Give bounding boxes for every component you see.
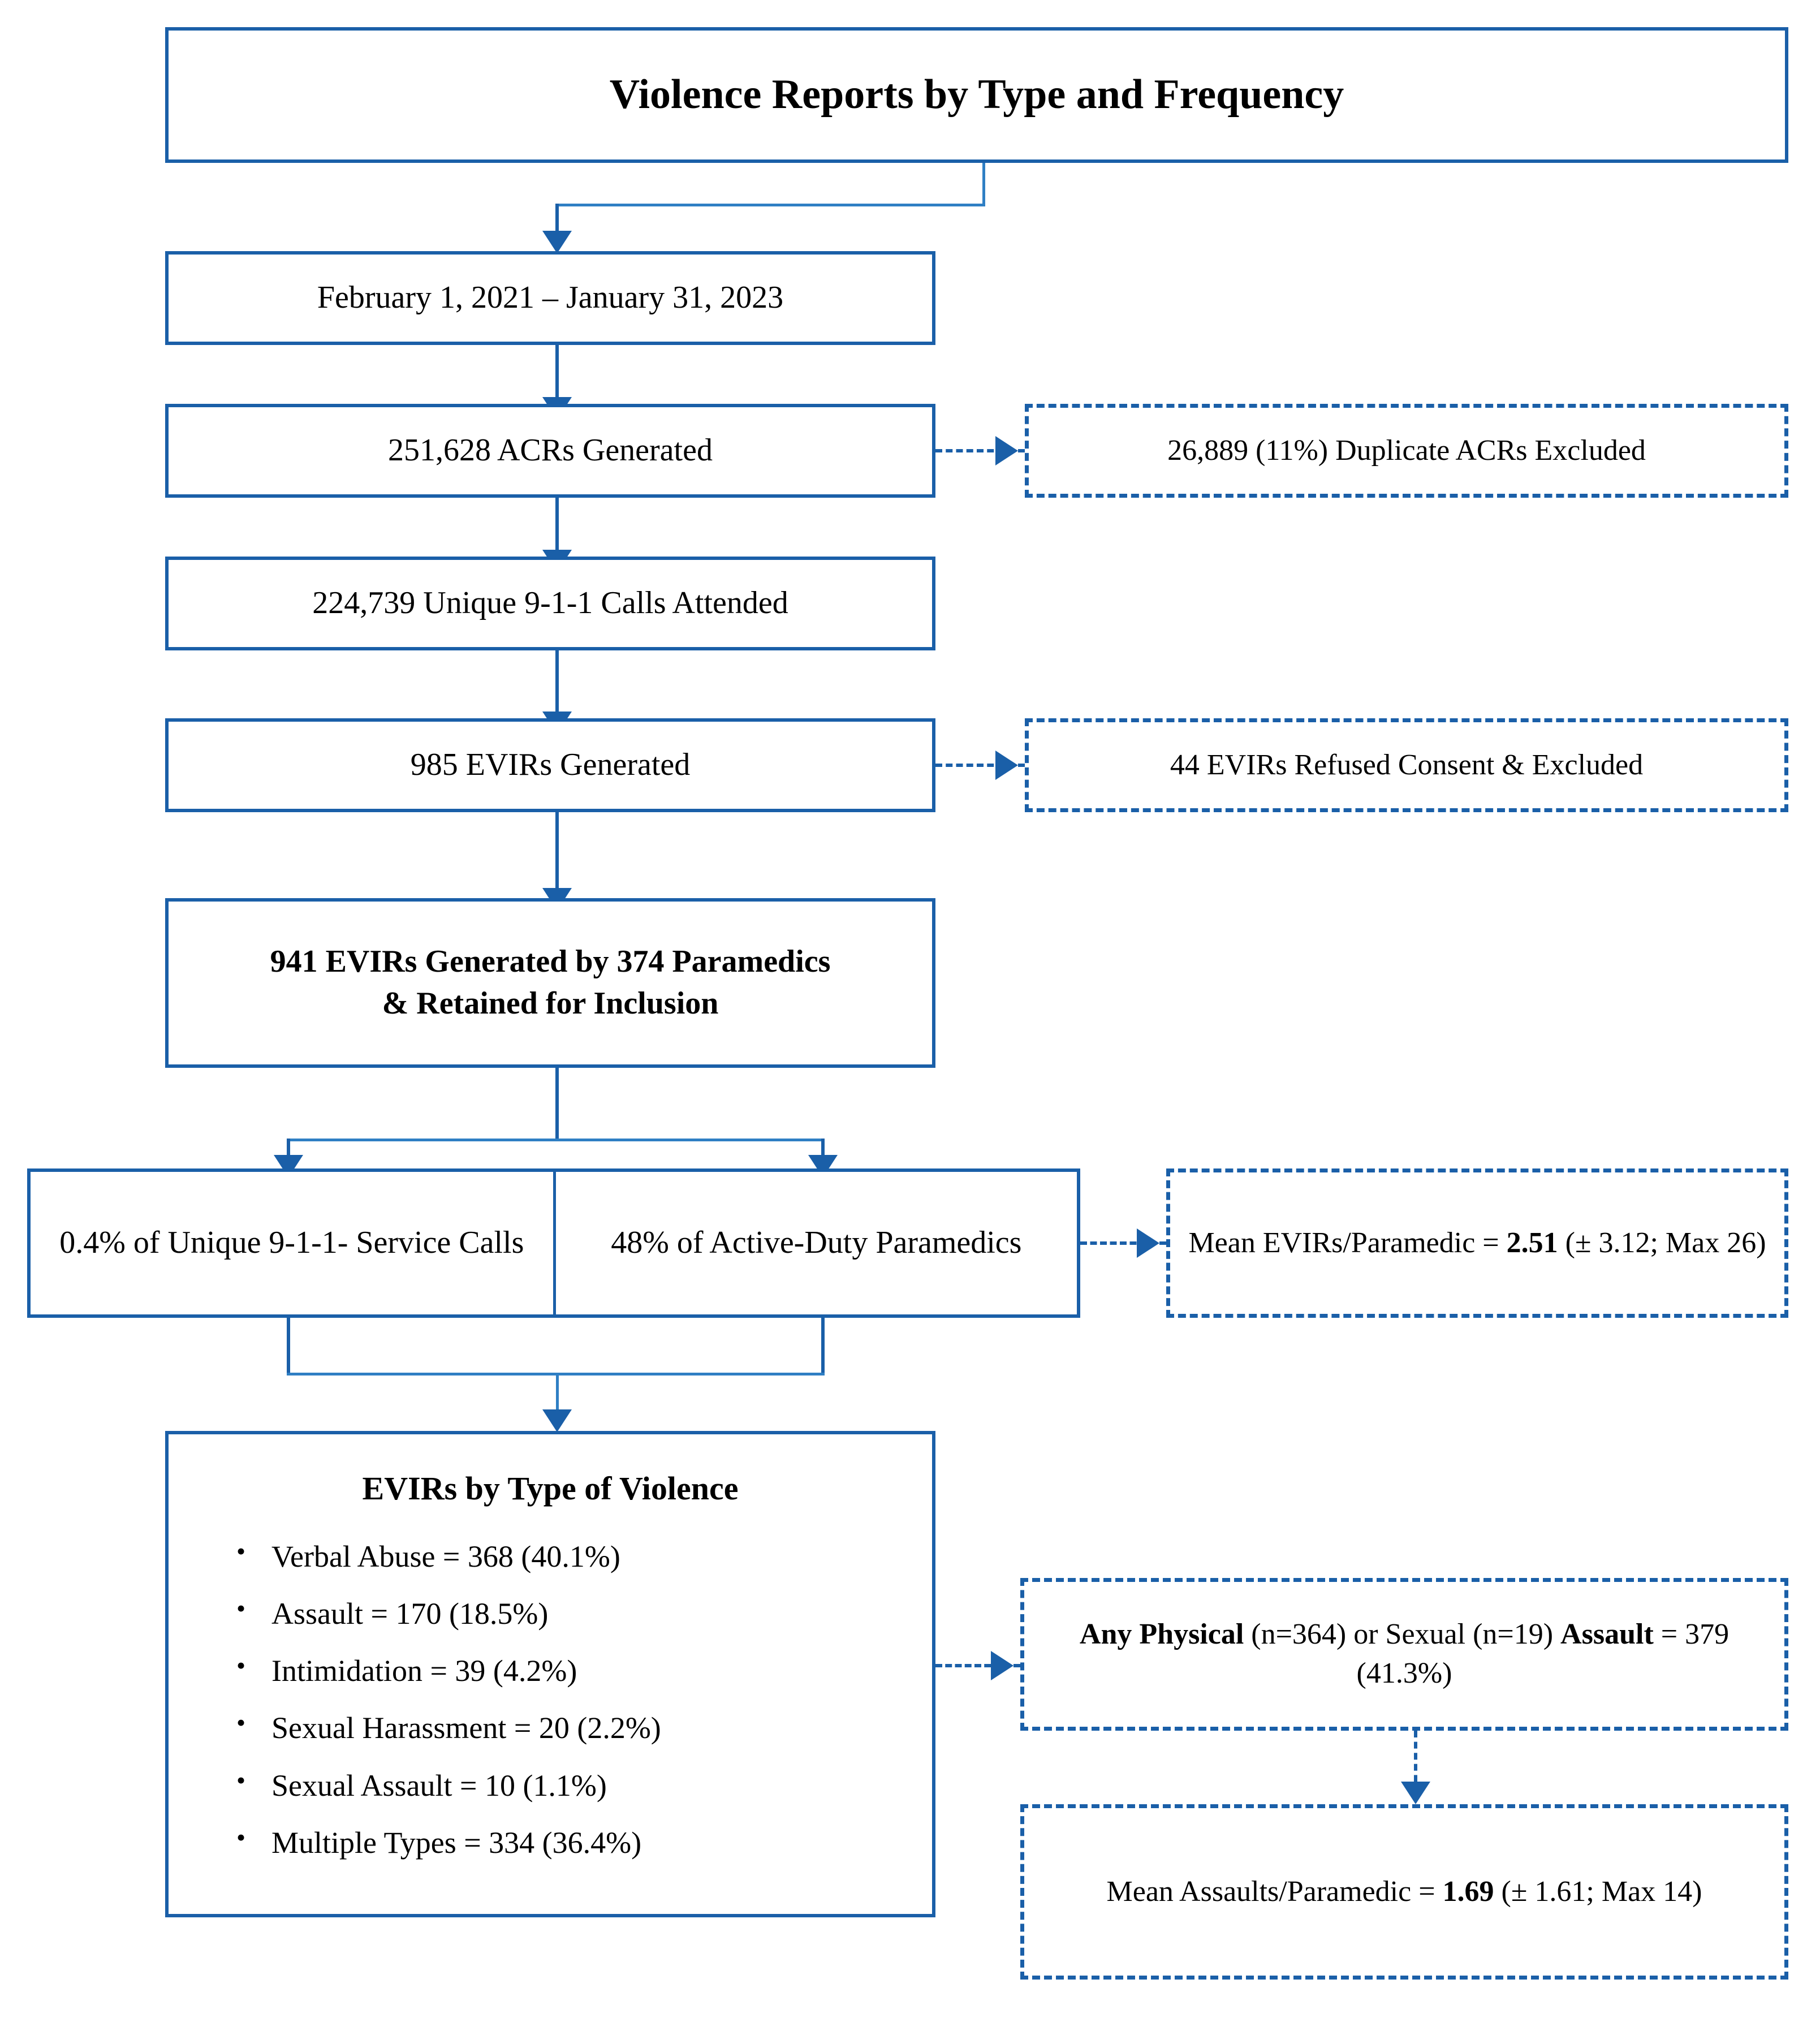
arrow-types-to-any-assault <box>991 1651 1013 1680</box>
connector-date-to-acrs <box>555 345 559 405</box>
retained-evirs-text: 941 EVIRs Generated by 374 Paramedics & … <box>183 941 917 1025</box>
connector-any-assault-to-mean-assaults <box>1414 1731 1417 1793</box>
mean-evirs-per-paramedic-text: Mean EVIRs/Paramedic = 2.51 (± 3.12; Max… <box>1185 1224 1770 1263</box>
arrow-merge-to-types <box>542 1409 572 1432</box>
connector-evirs-to-retained <box>555 812 559 896</box>
connector-merge-down-stem <box>556 1373 559 1424</box>
duplicate-acrs-excluded-box: 26,889 (11%) Duplicate ACRs Excluded <box>1025 404 1788 498</box>
mean-assaults-prefix: Mean Assaults/Paramedic = <box>1106 1875 1443 1908</box>
connector-evirs-to-refused <box>935 764 1025 767</box>
evirs-by-type-box: EVIRs by Type of Violence Verbal Abuse =… <box>165 1431 935 1917</box>
connector-title-down-stem <box>555 204 559 238</box>
arrow-evirs-to-refused <box>995 751 1018 780</box>
split-pane-calls-text: 0.4% of Unique 9-1-1- Service Calls <box>59 1225 524 1261</box>
connector-title-elbow-horizontal <box>555 204 985 206</box>
retained-line-1: 941 EVIRs Generated by 374 Paramedics <box>270 944 831 980</box>
connector-split-left-stem <box>287 1139 290 1163</box>
mean-evirs-prefix: Mean EVIRs/Paramedic = <box>1188 1226 1507 1259</box>
mean-assaults-per-paramedic-box: Mean Assaults/Paramedic = 1.69 (± 1.61; … <box>1020 1804 1788 1980</box>
list-item: Sexual Harassment = 20 (2.2%) <box>236 1706 932 1748</box>
figure-title-box: Violence Reports by Type and Frequency <box>165 27 1788 163</box>
any-assault-middle: (n=364) or Sexual (n=19) <box>1244 1618 1561 1651</box>
arrow-title-to-date <box>542 231 572 253</box>
split-pane-calls: 0.4% of Unique 9-1-1- Service Calls <box>31 1172 556 1314</box>
acrs-generated-box: 251,628 ACRs Generated <box>165 404 935 498</box>
connector-acrs-to-calls <box>555 498 559 558</box>
list-item: Multiple Types = 334 (36.4%) <box>236 1821 932 1863</box>
any-assault-tail: = 379 (41.3%) <box>1356 1618 1730 1689</box>
evirs-by-type-title: EVIRs by Type of Violence <box>362 1470 739 1507</box>
evirs-generated-text: 985 EVIRs Generated <box>410 747 691 783</box>
any-assault-box: Any Physical (n=364) or Sexual (n=19) As… <box>1020 1578 1788 1731</box>
connector-split-bar <box>288 1139 823 1141</box>
connector-title-elbow-vertical <box>982 163 985 206</box>
acrs-generated-text: 251,628 ACRs Generated <box>388 433 713 468</box>
retained-evirs-box: 941 EVIRs Generated by 374 Paramedics & … <box>165 898 935 1068</box>
connector-calls-to-evirs <box>555 650 559 719</box>
refused-consent-box: 44 EVIRs Refused Consent & Excluded <box>1025 718 1788 812</box>
connector-merge-left-stem <box>287 1318 290 1374</box>
unique-calls-box: 224,739 Unique 9-1-1 Calls Attended <box>165 557 935 650</box>
evirs-generated-box: 985 EVIRs Generated <box>165 718 935 812</box>
any-assault-text: Any Physical (n=364) or Sexual (n=19) As… <box>1039 1615 1770 1693</box>
violence-type-list: Verbal Abuse = 368 (40.1%) Assault = 170… <box>169 1534 932 1864</box>
unique-calls-text: 224,739 Unique 9-1-1 Calls Attended <box>312 585 788 621</box>
mean-evirs-per-paramedic-box: Mean EVIRs/Paramedic = 2.51 (± 3.12; Max… <box>1166 1168 1788 1318</box>
connector-merge-right-stem <box>821 1318 825 1374</box>
page-title: Violence Reports by Type and Frequency <box>609 71 1344 118</box>
connector-split-stem <box>555 1068 559 1140</box>
mean-assaults-suffix: (± 1.61; Max 14) <box>1494 1875 1702 1908</box>
date-range-box: February 1, 2021 – January 31, 2023 <box>165 251 935 345</box>
connector-split-to-mean-evirs <box>1080 1241 1166 1245</box>
arrow-split-to-mean-evirs <box>1137 1228 1159 1258</box>
split-pane-paramedics-text: 48% of Active-Duty Paramedics <box>611 1225 1022 1261</box>
list-item: Verbal Abuse = 368 (40.1%) <box>236 1534 932 1577</box>
connector-acrs-to-duplicates <box>935 449 1025 452</box>
list-item: Assault = 170 (18.5%) <box>236 1592 932 1634</box>
connector-split-right-stem <box>821 1139 825 1163</box>
any-assault-bold-physical: Any Physical <box>1079 1618 1244 1651</box>
duplicate-acrs-excluded-text: 26,889 (11%) Duplicate ACRs Excluded <box>1167 434 1646 467</box>
connector-merge-bar <box>287 1373 825 1375</box>
refused-consent-text: 44 EVIRs Refused Consent & Excluded <box>1170 748 1644 781</box>
list-item: Intimidation = 39 (4.2%) <box>236 1649 932 1691</box>
any-assault-bold-assault: Assault <box>1560 1618 1654 1651</box>
proportions-split-box: 0.4% of Unique 9-1-1- Service Calls 48% … <box>27 1168 1080 1318</box>
mean-evirs-suffix: (± 3.12; Max 26) <box>1558 1226 1766 1259</box>
list-item: Sexual Assault = 10 (1.1%) <box>236 1763 932 1806</box>
arrow-acrs-to-duplicates <box>995 436 1018 465</box>
arrow-any-assault-to-mean-assaults <box>1401 1782 1430 1804</box>
mean-assaults-value: 1.69 <box>1442 1875 1494 1908</box>
connector-types-to-any-assault <box>935 1664 1020 1667</box>
retained-line-2: & Retained for Inclusion <box>382 986 719 1021</box>
split-pane-paramedics: 48% of Active-Duty Paramedics <box>556 1172 1077 1314</box>
mean-evirs-value: 2.51 <box>1506 1226 1558 1259</box>
mean-assaults-per-paramedic-text: Mean Assaults/Paramedic = 1.69 (± 1.61; … <box>1039 1873 1770 1912</box>
date-range-text: February 1, 2021 – January 31, 2023 <box>317 280 784 316</box>
